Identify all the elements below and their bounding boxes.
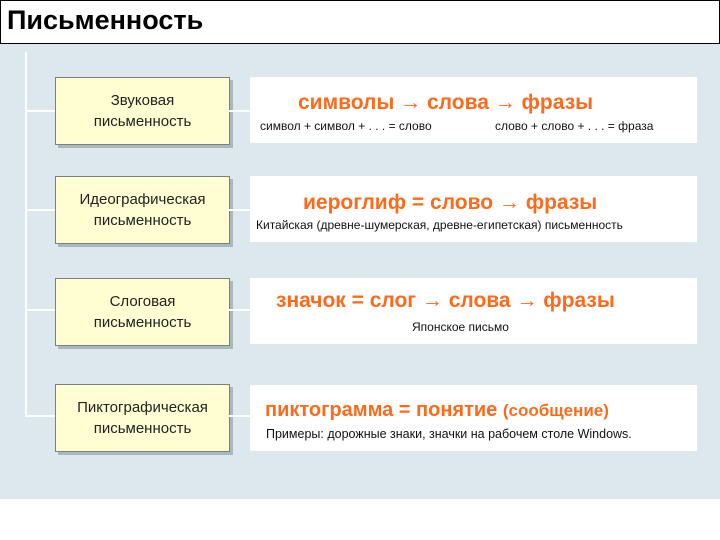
label-sound-writing: Звуковая письменность [55,77,230,145]
label-line2: письменность [93,113,192,130]
label-pictographic-writing: Пиктографическая письменность [55,384,230,452]
tree-branch-4 [25,415,55,417]
label-syllabic-writing: Слоговая письменность [55,278,230,346]
content-ideographic-writing: иероглиф = слово → фразы Китайская (древ… [250,176,697,242]
label-line1: Слоговая [109,293,176,310]
label-line1: Пиктографическая [77,399,208,416]
label-line2: письменность [93,314,192,331]
connector-2 [228,209,250,211]
connector-3 [228,309,250,311]
label-ideographic-writing: Идеографическая письменность [55,176,230,244]
page-title: Письменность [7,5,204,35]
formula-main: пиктограмма = понятие [265,399,498,421]
content-pictographic-writing: пиктограмма = понятие (сообщение) Пример… [250,385,697,451]
tree-branch-2 [25,209,55,211]
label-line2: письменность [93,212,192,229]
connector-4 [228,415,250,417]
formula-text: значок = слог → слова → фразы [276,289,615,312]
detail-text: Японское письмо [412,320,509,334]
formula-text: пиктограмма = понятие (сообщение) [265,399,609,422]
formula-text: иероглиф = слово → фразы [303,191,598,214]
formula-text: символы → слова → фразы [298,91,594,114]
detail-left: символ + символ + . . . = слово [260,119,432,133]
content-sound-writing: символы → слова → фразы символ + символ … [250,77,697,143]
label-line1: Идеографическая [79,191,206,208]
formula-suffix: (сообщение) [502,401,609,420]
tree-branch-3 [25,309,55,311]
detail-text: Примеры: дорожные знаки, значки на рабоч… [266,427,632,441]
detail-text: Китайская (древне-шумерская, древне-егип… [256,218,623,232]
tree-trunk-line [25,52,27,416]
label-line1: Звуковая [110,92,175,109]
label-line2: письменность [93,420,192,437]
detail-right: слово + слово + . . . = фраза [495,119,654,133]
content-syllabic-writing: значок = слог → слова → фразы Японское п… [250,278,697,344]
connector-1 [228,110,250,112]
tree-branch-1 [25,110,55,112]
title-bar: Письменность [0,0,720,45]
